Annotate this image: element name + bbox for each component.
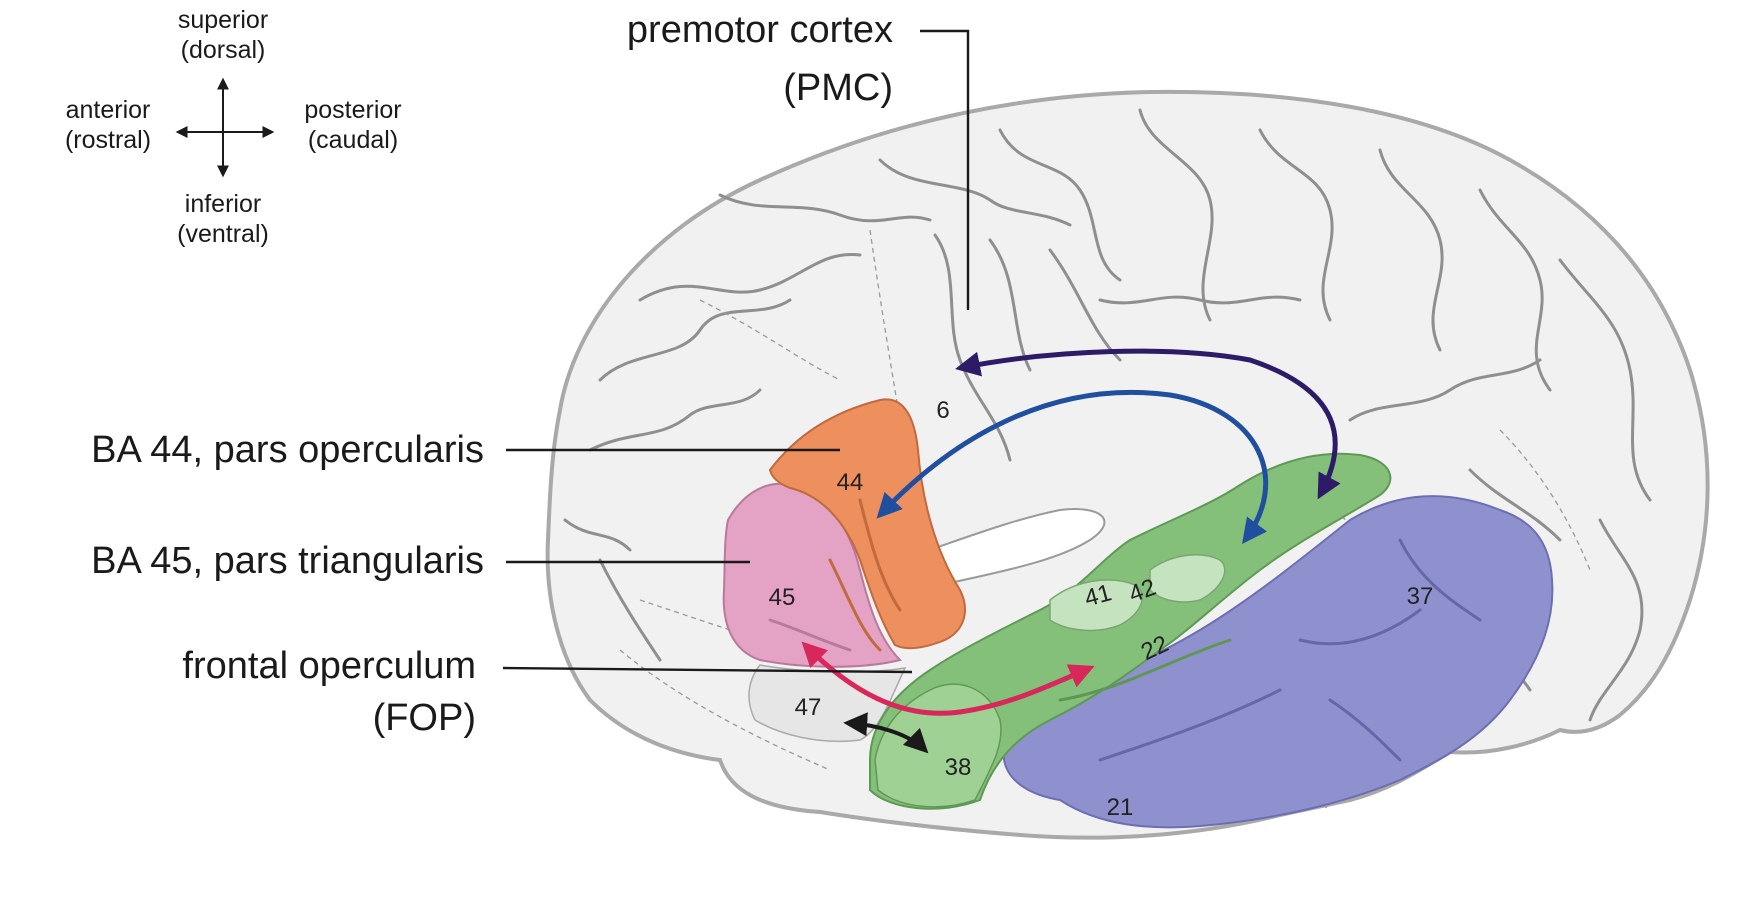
- area-45: 45: [769, 584, 796, 611]
- area-44: 44: [837, 469, 864, 496]
- label-ba44: BA 44, pars opercularis: [91, 429, 484, 471]
- compass-superior-sub: (dorsal): [181, 36, 266, 64]
- compass-inferior-sub: (ventral): [177, 220, 269, 248]
- compass-anterior-sub: (rostral): [65, 126, 151, 154]
- compass-posterior-sub: (caudal): [308, 126, 398, 154]
- compass-superior: superior: [178, 6, 268, 34]
- area-21: 21: [1107, 794, 1134, 821]
- orientation-compass: superior (dorsal) anterior (rostral) pos…: [65, 6, 402, 248]
- area-47: 47: [795, 694, 822, 721]
- label-pmc-line1: premotor cortex: [627, 9, 893, 51]
- area-38: 38: [945, 754, 972, 781]
- label-pmc-line2: (PMC): [783, 67, 893, 109]
- compass-posterior: posterior: [304, 96, 401, 124]
- area-6: 6: [936, 397, 949, 424]
- label-fop-line1: frontal operculum: [182, 645, 476, 687]
- area-37: 37: [1407, 583, 1434, 610]
- compass-inferior: inferior: [185, 190, 261, 218]
- label-fop-line2: (FOP): [373, 697, 476, 739]
- label-ba45: BA 45, pars triangularis: [91, 540, 484, 582]
- compass-anterior: anterior: [66, 96, 151, 124]
